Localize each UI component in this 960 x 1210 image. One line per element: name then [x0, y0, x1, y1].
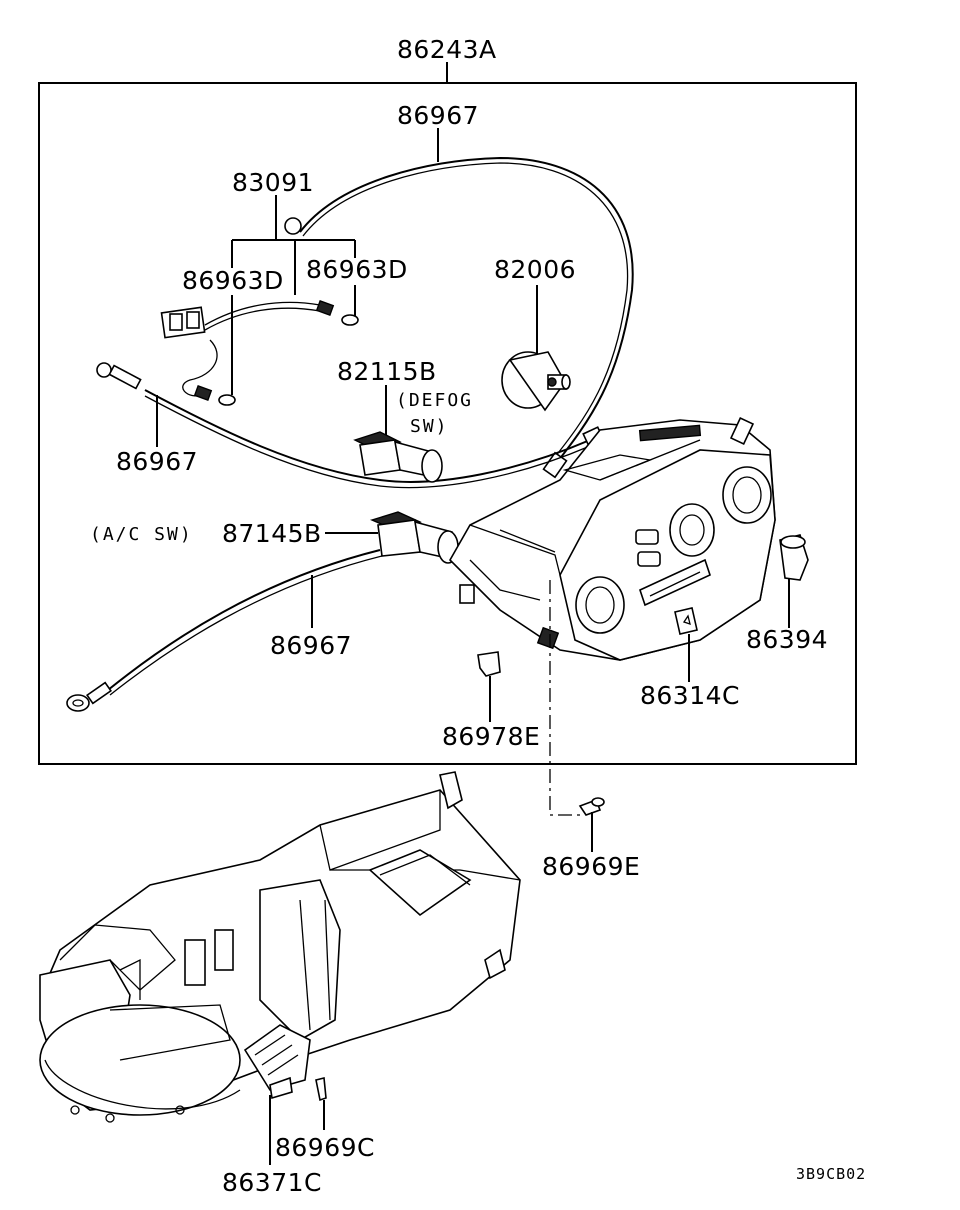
screw-leader	[549, 580, 580, 816]
label-ac-note: (A/C SW)	[90, 524, 193, 545]
label-cable-top: 86967	[397, 101, 479, 130]
label-diagram-code: 3B9CB02	[796, 1165, 866, 1183]
clip	[477, 651, 501, 722]
label-defog-note-2: SW)	[410, 416, 449, 437]
label-86969E: 86969E	[542, 852, 640, 881]
button	[674, 607, 698, 682]
label-86314C: 86314C	[640, 681, 740, 710]
bulb-harness	[160, 300, 359, 406]
label-cable-bottom: 86967	[270, 631, 352, 660]
cable-top	[284, 156, 634, 479]
label-82115B: 82115B	[337, 357, 437, 386]
label-86978E: 86978E	[442, 722, 540, 751]
label-86969C: 86969C	[275, 1133, 375, 1162]
screw-panel	[578, 797, 605, 852]
label-83091: 83091	[232, 168, 314, 197]
cable-bottom	[66, 549, 383, 712]
label-cable-left: 86967	[116, 447, 198, 476]
resistor	[243, 1024, 311, 1165]
label-defog-note-1: (DEFOG	[396, 390, 473, 411]
label-86371C: 86371C	[222, 1168, 322, 1197]
label-87145B: 87145B	[222, 519, 322, 548]
lamp	[501, 285, 571, 412]
label-82006: 82006	[494, 255, 576, 284]
label-86394: 86394	[746, 625, 828, 654]
label-bulb-right: 86963D	[306, 255, 408, 284]
ac-switch	[325, 511, 459, 564]
heater-unit	[39, 771, 521, 1123]
defog-switch	[353, 385, 443, 483]
label-86243A: 86243A	[397, 35, 497, 64]
screw-resistor	[315, 1076, 327, 1130]
control-panel	[449, 417, 776, 661]
knob	[779, 534, 809, 628]
label-bulb-left: 86963D	[182, 266, 284, 295]
